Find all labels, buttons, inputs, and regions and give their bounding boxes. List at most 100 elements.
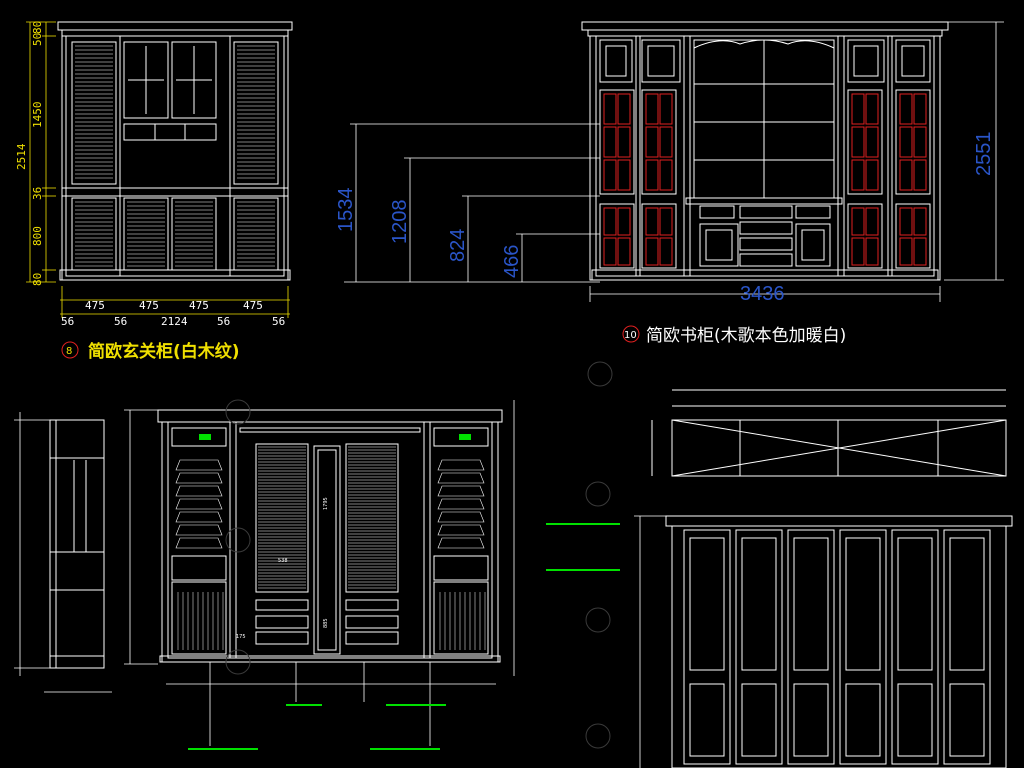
glass-pane — [659, 126, 673, 158]
wardrobe-dim-885: 885 — [323, 618, 329, 628]
d10-number-circle — [622, 325, 640, 343]
door-upper-inset — [845, 537, 881, 671]
glass-pane — [851, 237, 865, 266]
door-upper-inset — [741, 537, 777, 671]
door-panel — [839, 529, 887, 765]
drawing-10-bookcase — [581, 21, 949, 281]
d8-number: 8 — [66, 346, 72, 357]
shoe-shelf — [437, 537, 485, 549]
door-lower-inset — [741, 683, 777, 757]
d8-dim-bottom-80: 80 — [31, 273, 44, 286]
glass-pane — [659, 93, 673, 125]
d8-dim-800: 800 — [31, 226, 44, 246]
six-door-dimension-lines — [634, 515, 666, 768]
glass-pane — [899, 126, 913, 158]
glass-pane — [617, 207, 631, 236]
shoe-shelf — [437, 485, 485, 497]
door-lower-inset — [689, 683, 725, 757]
d10-dim-1534: 1534 — [335, 188, 357, 233]
glass-door-frame — [641, 203, 677, 269]
note-mark-5 — [546, 523, 620, 525]
glass-pane — [851, 126, 865, 158]
glass-pane — [851, 93, 865, 125]
glass-door-frame — [599, 89, 635, 195]
left-tower-green-handle — [199, 434, 211, 440]
glass-pane — [645, 93, 659, 125]
glass-pane — [659, 159, 673, 191]
drawing-8-dimensions — [26, 21, 290, 318]
shoe-shelf — [437, 459, 485, 471]
shoe-shelf — [175, 498, 223, 510]
wardrobe-louvers — [258, 446, 396, 589]
drawing-10-dimensions — [344, 21, 1004, 302]
d8-dim-36: 36 — [31, 187, 44, 200]
d10-dim-2551: 2551 — [973, 132, 995, 177]
glass-pane — [617, 237, 631, 266]
glass-pane — [645, 207, 659, 236]
wardrobe-dim-538: 538 — [278, 558, 288, 564]
glass-pane — [851, 207, 865, 236]
right-tower-green-handle — [459, 434, 471, 440]
glass-pane — [659, 237, 673, 266]
top-view-plan — [651, 389, 1007, 477]
d8-number-circle — [61, 341, 79, 359]
d10-dim-1208: 1208 — [389, 200, 411, 245]
d8-bottom-2124: 2124 — [161, 315, 188, 328]
glass-pane — [899, 207, 913, 236]
glass-pane — [913, 126, 927, 158]
d8-width-3: 475 — [189, 299, 209, 312]
d8-bottom-56-d: 56 — [272, 315, 285, 328]
glass-pane — [913, 237, 927, 266]
wardrobe-dim-1795: 1795 — [323, 497, 329, 510]
wardrobe-dim-175: 175 — [236, 634, 246, 640]
glass-pane — [603, 93, 617, 125]
door-panel — [735, 529, 783, 765]
glass-pane — [899, 159, 913, 191]
shoe-shelf — [437, 511, 485, 523]
note-mark-1 — [286, 704, 322, 706]
shoe-shelf — [437, 472, 485, 484]
drawing-10-glass-doors — [599, 89, 931, 269]
shoe-shelf — [175, 472, 223, 484]
drawing-8-louvers — [75, 45, 275, 267]
drawing-wardrobe-front — [157, 409, 503, 663]
glass-pane — [645, 126, 659, 158]
glass-pane — [603, 207, 617, 236]
d10-dim-466: 466 — [501, 245, 523, 278]
d8-bottom-56-c: 56 — [217, 315, 230, 328]
glass-door-frame — [895, 89, 931, 195]
d8-dim-top-50: 50 — [31, 33, 44, 46]
glass-pane — [617, 93, 631, 125]
d8-title: 简欧玄关柜(白木纹) — [88, 341, 240, 362]
glass-pane — [865, 126, 879, 158]
door-upper-inset — [897, 537, 933, 671]
shoe-shelf — [175, 537, 223, 549]
shoe-shelf — [175, 459, 223, 471]
glass-pane — [913, 93, 927, 125]
note-mark-6 — [546, 569, 620, 571]
door-upper-inset — [793, 537, 829, 671]
glass-pane — [603, 237, 617, 266]
door-lower-inset — [897, 683, 933, 757]
d10-number: 10 — [624, 330, 637, 341]
d10-title: 简欧书柜(木歌本色加暖白) — [646, 326, 846, 346]
note-mark-4 — [370, 748, 440, 750]
door-panel — [943, 529, 991, 765]
glass-pane — [865, 207, 879, 236]
glass-pane — [617, 159, 631, 191]
d8-dim-1450: 1450 — [31, 102, 44, 129]
glass-door-frame — [847, 203, 883, 269]
shoe-shelf — [175, 524, 223, 536]
shoe-shelf — [437, 498, 485, 510]
door-lower-inset — [949, 683, 985, 757]
glass-pane — [645, 159, 659, 191]
door-upper-inset — [689, 537, 725, 671]
d8-width-2: 475 — [139, 299, 159, 312]
door-panel — [683, 529, 731, 765]
door-upper-inset — [949, 537, 985, 671]
side-section-view — [49, 419, 105, 669]
d8-bottom-56-a: 56 — [61, 315, 74, 328]
wardrobe-hanging-rods — [177, 592, 486, 650]
drawing-8-entry-cabinet — [57, 21, 293, 281]
